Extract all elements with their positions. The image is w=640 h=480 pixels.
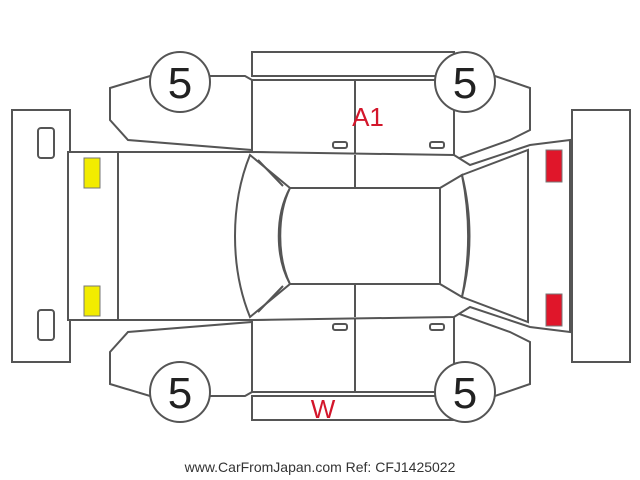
- front-bumper: [11, 109, 71, 363]
- tire-rear-right-grade: 5: [453, 369, 477, 418]
- car-body-top-view: [67, 138, 571, 334]
- tire-rear-right: [434, 361, 496, 423]
- tire-rear-left: [149, 361, 211, 423]
- tire-front-left: [149, 51, 211, 113]
- damage-mark-a1: A1: [352, 102, 384, 132]
- tire-rear-left-grade: 5: [168, 369, 192, 418]
- roof-panel: [251, 51, 455, 421]
- tire-front-left-grade: 5: [168, 59, 192, 108]
- upper-side-panels: [109, 74, 531, 162]
- front-lamp-marker-bottom: [83, 285, 101, 317]
- rear-bumper: [571, 109, 631, 363]
- rear-lamp-marker-top: [545, 149, 563, 183]
- lower-side-panels: [109, 310, 531, 398]
- tire-front-right: [434, 51, 496, 113]
- footer-reference: www.CarFromJapan.com Ref: CFJ1425022: [184, 459, 456, 475]
- damage-mark-w: W: [311, 394, 336, 424]
- rear-lamp-marker-bottom: [545, 293, 563, 327]
- front-lamp-marker-top: [83, 157, 101, 189]
- tire-front-right-grade: 5: [453, 59, 477, 108]
